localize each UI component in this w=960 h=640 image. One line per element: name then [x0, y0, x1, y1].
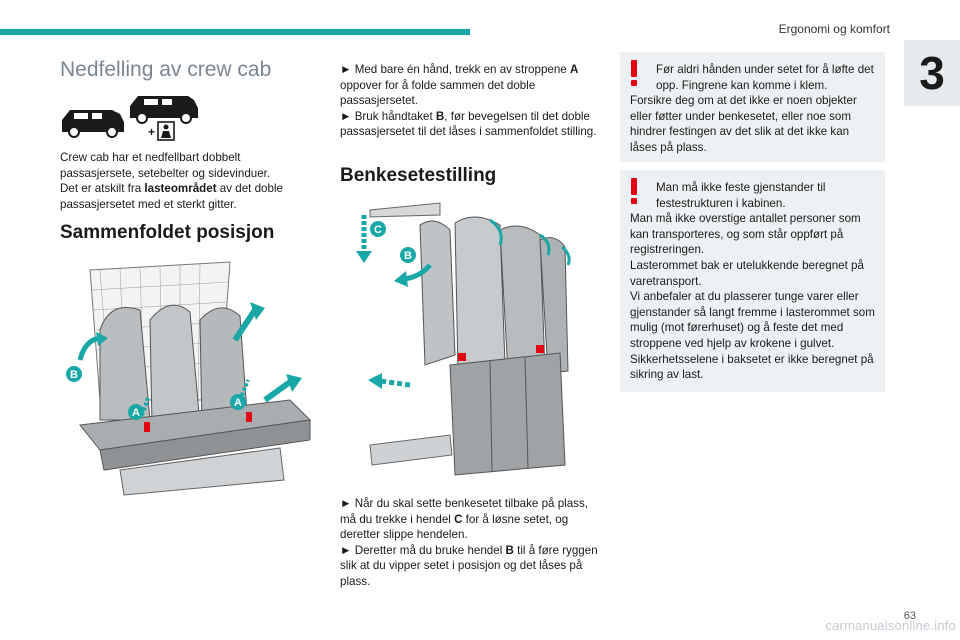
steps-fold: ► Med bare én hånd, trekk en av stroppen… — [340, 63, 597, 139]
chapter-tab: 3 — [904, 40, 960, 106]
page-number: 63 — [903, 610, 916, 622]
note2-line5: Sikkerhetsselene i baksetet er ikke bere… — [630, 352, 874, 382]
note2-line2: Man må ikke overstige antallet personer … — [630, 212, 861, 257]
van-icon — [62, 110, 124, 138]
van-icons: + — [62, 96, 198, 141]
note1-line1: Før aldri hånden under setet for å løfte… — [656, 63, 874, 92]
chapter-number: 3 — [919, 47, 945, 99]
heading-folded-position: Sammenfoldet posisjon — [60, 222, 275, 243]
warning-exclamation-icon — [631, 60, 637, 86]
van-icon-long — [130, 96, 198, 124]
fig-label-c: C — [374, 224, 382, 236]
header-accent-bar — [0, 29, 470, 35]
note2-line3: Lasterommet bak er utelukkende beregnet … — [630, 258, 864, 288]
note2-line1: Man må ikke feste gjenstander til festes… — [656, 181, 826, 210]
svg-text:+: + — [148, 125, 155, 139]
steps-bench: ► Når du skal sette benkesetet tilbake p… — [340, 497, 598, 588]
passenger-plus-icon: + — [148, 121, 175, 141]
warning-exclamation-icon — [631, 178, 637, 204]
page-title: Nedfelling av crew cab — [60, 58, 272, 81]
intro-paragraph: Crew cab har et nedfellbart dobbelt pass… — [60, 151, 283, 211]
note2-line4: Vi anbefaler at du plasserer tunge varer… — [630, 290, 875, 350]
fig-label-b: B — [70, 369, 78, 381]
warning-note-2: Man må ikke feste gjenstander til festes… — [620, 170, 885, 392]
section-title: Ergonomi og komfort — [778, 22, 890, 36]
warning-note-1: Før aldri hånden under setet for å løfte… — [620, 52, 885, 162]
bench-seat-illustration: C B — [340, 195, 602, 485]
fig-label-a2: A — [234, 397, 242, 409]
watermark: carmanualsonline.info — [825, 618, 956, 633]
note1-line2: Forsikre deg om at det ikke er noen obje… — [630, 94, 857, 154]
fig-label-a: A — [132, 407, 140, 419]
folded-seat-illustration: B A A — [60, 250, 320, 500]
fig-label-b2: B — [404, 250, 412, 262]
heading-bench-position: Benkesetestilling — [340, 165, 497, 186]
